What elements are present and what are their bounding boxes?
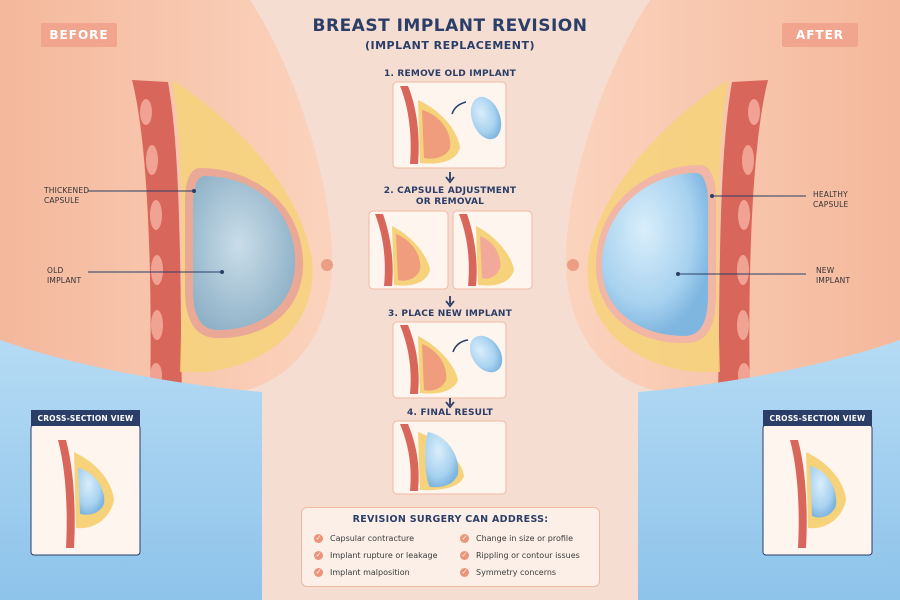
step-3-label: 3. PLACE NEW IMPLANT <box>387 309 512 319</box>
callout-line: HEALTHY <box>813 190 848 199</box>
summary-item-text: Rippling or contour issues <box>476 551 580 560</box>
summary-item: ✓ Capsular contracture <box>314 534 414 543</box>
step-thumbnails <box>368 81 533 495</box>
callout-new-implant: NEW IMPLANT <box>816 266 850 286</box>
cross-section-title-after: CROSS-SECTION VIEW <box>763 410 872 426</box>
step-2-label: 2. CAPSULE ADJUSTMENT OR REMOVAL <box>350 186 550 208</box>
check-icon: ✓ <box>460 551 469 560</box>
cross-section-title-before: CROSS-SECTION VIEW <box>31 410 140 426</box>
check-icon: ✓ <box>314 534 323 543</box>
callout-thickened-capsule: THICKENED CAPSULE <box>44 186 89 206</box>
after-figure <box>565 0 900 395</box>
callout-healthy-capsule: HEALTHY CAPSULE <box>813 190 848 210</box>
summary-item: ✓ Implant malposition <box>314 568 410 577</box>
before-badge: BEFORE <box>41 23 117 47</box>
callout-line: CAPSULE <box>44 196 80 205</box>
cross-section-after <box>762 424 873 556</box>
step-2-label-line1: 2. CAPSULE ADJUSTMENT <box>383 186 517 196</box>
summary-item-text: Implant malposition <box>330 568 410 577</box>
callout-line: THICKENED <box>44 186 90 195</box>
summary-item: ✓ Change in size or profile <box>460 534 573 543</box>
before-figure <box>0 0 333 395</box>
callout-line: IMPLANT <box>816 276 851 285</box>
check-icon: ✓ <box>314 551 323 560</box>
summary-item-text: Symmetry concerns <box>476 568 557 577</box>
step-2-label-line2: OR REMOVAL <box>415 197 485 207</box>
check-icon: ✓ <box>460 534 469 543</box>
summary-panel: REVISION SURGERY CAN ADDRESS: ✓ Capsular … <box>301 507 600 587</box>
summary-item: ✓ Implant rupture or leakage <box>314 551 438 560</box>
summary-item: ✓ Symmetry concerns <box>460 568 556 577</box>
summary-item-text: Change in size or profile <box>476 534 574 543</box>
callout-old-implant: OLD IMPLANT <box>47 266 81 286</box>
page-subtitle: (IMPLANT REPLACEMENT) <box>364 39 536 52</box>
callout-line: CAPSULE <box>813 200 849 209</box>
callout-line: NEW <box>816 266 835 275</box>
summary-item: ✓ Rippling or contour issues <box>460 551 580 560</box>
summary-item-text: Capsular contracture <box>330 534 415 543</box>
page-title: BREAST IMPLANT REVISION <box>312 16 588 36</box>
summary-title: REVISION SURGERY CAN ADDRESS: <box>352 514 549 525</box>
cross-section-before <box>30 424 141 556</box>
step-4-label: 4. FINAL RESULT <box>407 408 493 418</box>
check-icon: ✓ <box>314 568 323 577</box>
check-icon: ✓ <box>460 568 469 577</box>
summary-item-text: Implant rupture or leakage <box>330 551 438 560</box>
callout-line: OLD <box>47 266 64 275</box>
after-badge: AFTER <box>782 23 858 47</box>
callout-line: IMPLANT <box>47 276 82 285</box>
step-1-label: 1. REMOVE OLD IMPLANT <box>384 69 516 79</box>
